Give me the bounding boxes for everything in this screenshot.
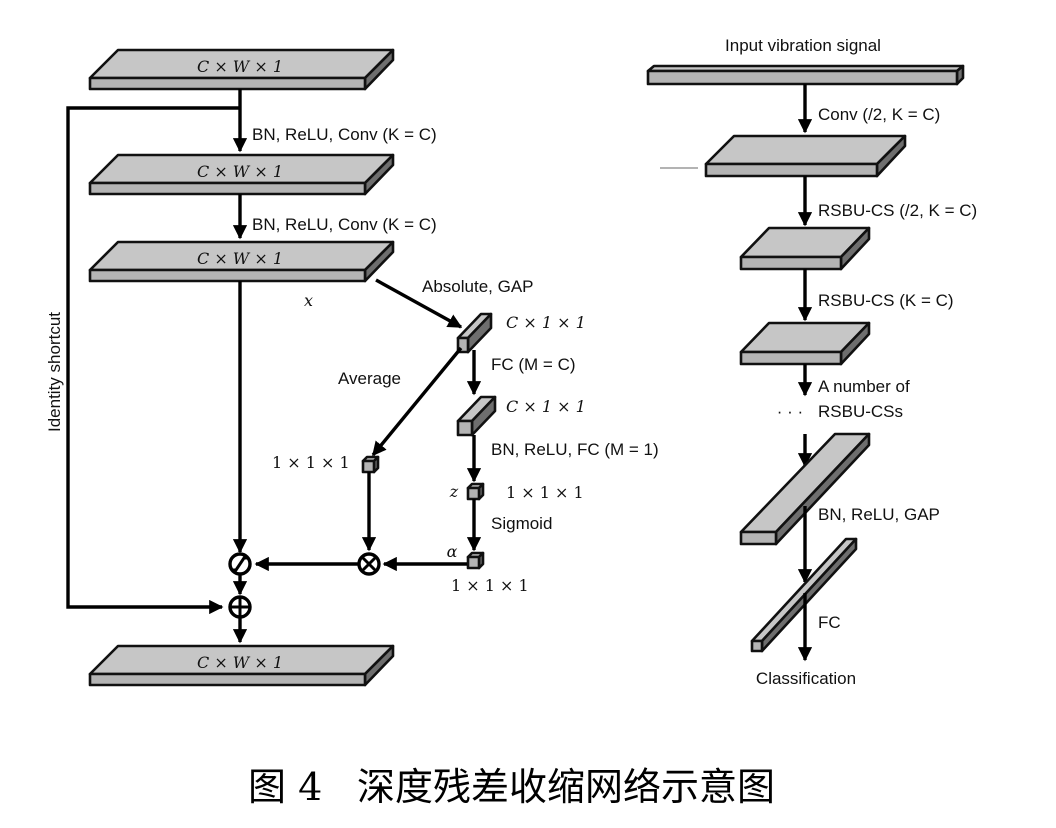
fc-output-vector	[750, 537, 858, 653]
ellipsis: · · ·	[777, 402, 803, 421]
edge-label-conv-r: Conv (/2, K = C)	[818, 105, 940, 124]
edge-label-rsbu1: RSBU-CS (/2, K = C)	[818, 201, 977, 220]
alpha-size-label: 1 × 1 × 1	[451, 576, 529, 595]
slab-conv-r	[704, 134, 907, 178]
slab-rsbu1	[739, 226, 871, 271]
slab-output: C × W × 1	[88, 644, 395, 687]
edge-label-fc-r: FC	[818, 613, 841, 632]
edge-label-bn-relu-gap: BN, ReLU, GAP	[818, 505, 940, 524]
alpha-scalar	[466, 551, 485, 570]
z-symbol: z	[449, 482, 459, 501]
gap-vector	[456, 312, 493, 354]
rsbu-cs-unit: C × W × 1 C × W × 1 C × W × 1 C × W × 1 …	[45, 48, 659, 687]
caption-title: 深度残差收缩网络示意图	[357, 765, 775, 809]
classification-label: Classification	[756, 669, 856, 688]
x-label: x	[304, 291, 313, 310]
edge-label-fc2: BN, ReLU, FC (M = 1)	[491, 440, 659, 459]
identity-shortcut-path	[66, 106, 240, 615]
input-signal-label: Input vibration signal	[725, 36, 881, 55]
edge-label-sigmoid: Sigmoid	[491, 514, 552, 533]
edge-label-conv2: BN, ReLU, Conv (K = C)	[252, 215, 437, 234]
slab-conv1-label: C × W × 1	[197, 162, 283, 181]
alpha-symbol: α	[447, 542, 458, 561]
slab-final-features	[739, 432, 871, 546]
avg-scalar	[361, 455, 380, 474]
slab-input-label: C × W × 1	[197, 57, 283, 76]
z-scalar	[466, 482, 485, 501]
edge-label-fc1: FC (M = C)	[491, 355, 576, 374]
edge-label-rsbu2: RSBU-CS (K = C)	[818, 291, 954, 310]
avg-size-label: 1 × 1 × 1	[272, 453, 350, 472]
slab-input: C × W × 1	[88, 48, 395, 91]
edge-label-conv1: BN, ReLU, Conv (K = C)	[252, 125, 437, 144]
figure-caption: 图 4 深度残差收缩网络示意图	[248, 765, 775, 809]
arrow-abs-gap	[375, 278, 463, 329]
drsn-architecture: Input vibration signal Conv (/2, K = C) …	[646, 36, 977, 688]
edge-label-many-line2: RSBU-CSs	[818, 402, 903, 421]
z-size-label: 1 × 1 × 1	[506, 483, 584, 502]
fc-vector-label: C × 1 × 1	[506, 397, 586, 416]
identity-shortcut-label: Identity shortcut	[45, 312, 64, 432]
soft-threshold-operator	[228, 552, 252, 576]
caption-number: 图 4	[248, 765, 322, 809]
add-operator	[228, 595, 252, 619]
slab-input-signal	[646, 64, 965, 86]
slab-rsbu2	[739, 321, 871, 366]
slab-conv1-out: C × W × 1	[88, 153, 395, 196]
edge-label-average: Average	[338, 369, 401, 388]
slab-conv2-out: C × W × 1	[88, 240, 395, 283]
multiply-operator	[357, 552, 381, 576]
edge-label-abs-gap: Absolute, GAP	[422, 277, 534, 296]
arrow-average	[371, 346, 463, 457]
slab-conv2-label: C × W × 1	[197, 249, 283, 268]
fc-vector	[456, 395, 497, 437]
slab-output-label: C × W × 1	[197, 653, 283, 672]
gap-vector-label: C × 1 × 1	[506, 313, 586, 332]
edge-label-many-line1: A number of	[818, 377, 910, 396]
